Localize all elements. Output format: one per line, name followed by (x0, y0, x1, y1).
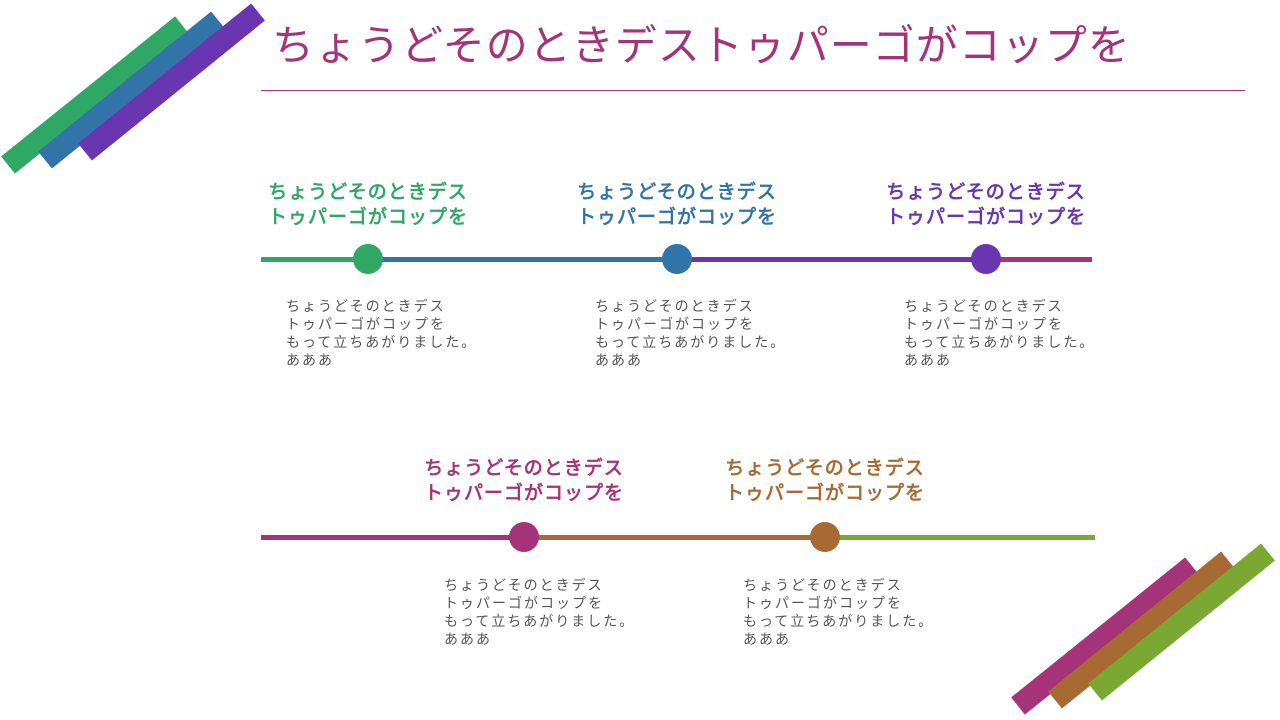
timeline-segment (261, 257, 368, 262)
stripe-blue-top (38, 11, 225, 169)
stripe-green-top (1, 16, 189, 174)
milestone-dot (509, 522, 539, 552)
milestone-dot (353, 244, 383, 274)
milestone-dot (971, 244, 1001, 274)
stripe-brown-bottom (1048, 551, 1235, 709)
milestone-heading: ちょうどそのときデストゥパーゴがコップを (267, 181, 468, 228)
title-underline (261, 90, 1245, 91)
stripe-purple-top (78, 3, 265, 161)
milestone-dot (810, 522, 840, 552)
milestone-description: ちょうどそのときデストゥパーゴがコップをもって立ちあがりました。あああ (595, 299, 787, 369)
milestone-heading: ちょうどそのときデストゥパーゴがコップを (724, 457, 925, 504)
timeline-segment (986, 257, 1092, 262)
milestone-dot (662, 244, 692, 274)
timeline-segment (825, 535, 1095, 540)
milestone-heading: ちょうどそのときデストゥパーゴがコップを (885, 181, 1086, 228)
milestone-heading: ちょうどそのときデストゥパーゴがコップを (576, 181, 777, 228)
timeline-segment (524, 535, 825, 540)
milestone-heading: ちょうどそのときデストゥパーゴがコップを (423, 457, 624, 504)
timeline-segment (261, 535, 524, 540)
milestone-description: ちょうどそのときデストゥパーゴがコップをもって立ちあがりました。あああ (904, 299, 1096, 369)
timeline-segment (368, 257, 677, 262)
milestone-description: ちょうどそのときデストゥパーゴがコップをもって立ちあがりました。あああ (286, 299, 478, 369)
milestone-description: ちょうどそのときデストゥパーゴがコップをもって立ちあがりました。あああ (444, 578, 636, 648)
stripe-magenta-bottom (1011, 557, 1199, 715)
milestone-description: ちょうどそのときデストゥパーゴがコップをもって立ちあがりました。あああ (743, 578, 935, 648)
timeline-segment (677, 257, 986, 262)
page-title: ちょうどそのときデストゥパーゴがコップを (272, 21, 1131, 70)
stripe-lime-bottom (1088, 543, 1275, 701)
